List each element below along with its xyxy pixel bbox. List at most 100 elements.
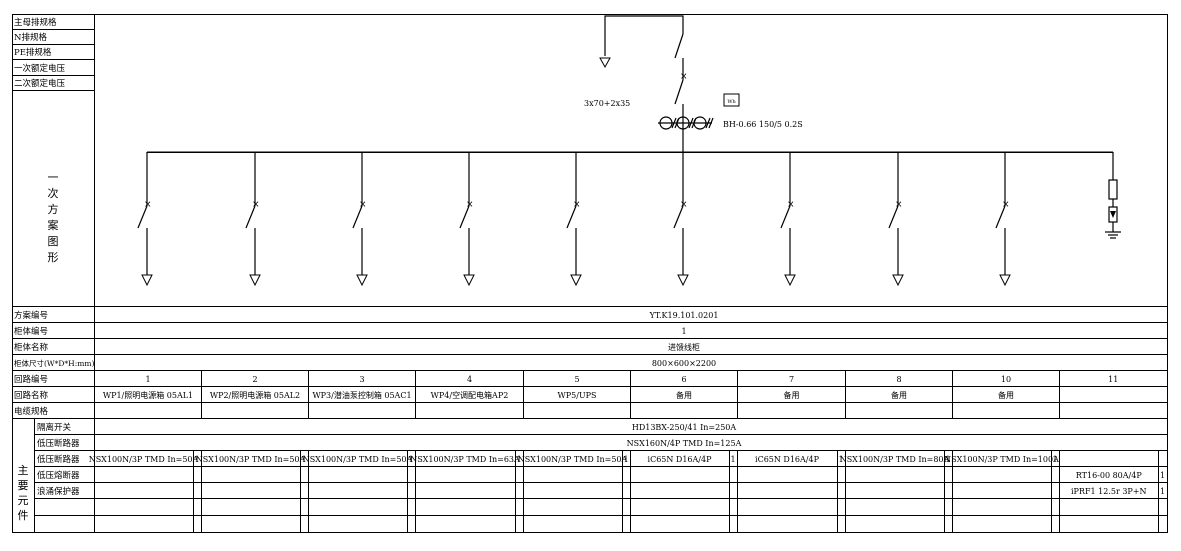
breaker-model: NSX100N/3P TMD In=50A <box>89 455 199 464</box>
fuse-label: 低压熔断器 <box>37 470 80 481</box>
feeder-arrow <box>249 274 261 287</box>
n-busbar-label: N排规格 <box>14 32 47 43</box>
breaker-cross: × <box>466 200 474 210</box>
breaker-qty: 1 <box>730 455 735 464</box>
breaker-qty: 1 <box>1052 455 1057 464</box>
breaker-qty: 1 <box>408 455 413 464</box>
circuit-name: 备用 <box>676 390 692 400</box>
feeder-arrow <box>892 274 904 287</box>
sheet-border <box>12 14 1168 533</box>
breaker-model: NSX100N/3P TMD In=50A <box>196 455 306 464</box>
circuit-number: 8 <box>896 375 901 384</box>
breaker-qty: 1 <box>516 455 521 464</box>
breaker-cross: × <box>573 200 581 210</box>
circuit-number: 6 <box>681 375 686 384</box>
feeder-arrow <box>356 274 368 287</box>
main-components-char: 元 <box>18 494 29 507</box>
energy-meter-icon <box>723 93 740 107</box>
cable-spec-label: 电缆规格 <box>14 406 49 417</box>
feeder-arrow <box>141 274 153 287</box>
scheme-label-char: 图 <box>48 235 59 248</box>
feeder-arrow <box>463 274 475 287</box>
breaker-switch <box>137 205 148 229</box>
main-components-char: 要 <box>18 479 29 492</box>
main-breaker-switch <box>674 79 684 105</box>
main-components-char: 主 <box>18 464 29 477</box>
circuit-name: WP5/UPS <box>558 391 597 400</box>
breaker-switch <box>566 205 577 229</box>
feeder-arrow <box>677 274 689 287</box>
circuit-name-label: 回路名称 <box>14 390 49 401</box>
spd-qty: 1 <box>1160 487 1165 496</box>
breaker-model: NSX100N/3P TMD In=50A <box>518 455 628 464</box>
spd-model: iPRF1 12.5r 3P+N <box>1071 487 1147 496</box>
fuse-model: RT16-00 80A/4P <box>1076 471 1143 480</box>
breaker-cross: × <box>680 200 688 210</box>
circuit-number: 1 <box>145 375 150 384</box>
scheme-no-value: YT.K19.101.0201 <box>649 311 719 320</box>
one-line-diagram: 3x70+2x35 × BH-0.66 150/5 0.2S Wh × × × × × <box>137 15 1121 287</box>
meter-label: Wh <box>727 99 736 105</box>
scheme-no-label: 方案编号 <box>14 310 48 321</box>
circuit-number: 5 <box>574 375 579 384</box>
scheme-label-char: 方 <box>48 202 59 216</box>
circuit-number: 4 <box>467 375 472 384</box>
feeder-branches: × × × × × × × × × <box>137 152 1011 287</box>
breaker-switch <box>245 205 256 229</box>
breaker-model: NSX100N/3P TMD In=100A <box>944 455 1059 464</box>
circuit-name: WP4/空调配电箱AP2 <box>431 390 509 400</box>
feeder-arrow <box>570 274 582 287</box>
cabinet-name-value: 进馈线柜 <box>668 342 700 352</box>
circuit-name: WP2/照明电源箱 05AL2 <box>210 390 300 400</box>
fuse-icon <box>1108 179 1118 200</box>
scheme-label-char: 次 <box>48 186 59 200</box>
breaker-switch <box>352 205 363 229</box>
breaker-cross: × <box>252 200 260 210</box>
main-busbar-label: 主母排规格 <box>14 17 57 28</box>
breaker-model: iC65N D16A/4P <box>648 455 713 464</box>
feeder-arrow <box>999 274 1011 287</box>
cabinet-no-value: 1 <box>681 327 686 336</box>
fuse-qty: 1 <box>1160 471 1165 480</box>
ct-spec-text: BH-0.66 150/5 0.2S <box>723 120 803 129</box>
breaker-qty: 1 <box>194 455 199 464</box>
circuit-number: 3 <box>359 375 364 384</box>
breaker-model: NSX100N/3P TMD In=80A <box>840 455 950 464</box>
breaker-cross: × <box>895 200 903 210</box>
circuit-number-label: 回路编号 <box>14 374 48 385</box>
main-components-char: 件 <box>18 509 29 522</box>
pe-busbar-label: PE排规格 <box>14 47 52 58</box>
cable-spec-text: 3x70+2x35 <box>584 99 630 108</box>
breaker-cross: × <box>359 200 367 210</box>
circuit-number: 10 <box>1001 375 1011 384</box>
breaker-switch <box>459 205 470 229</box>
scheme-label-char: 案 <box>48 218 59 232</box>
breaker-model: NSX100N/3P TMD In=63A <box>410 455 520 464</box>
circuit-name: 备用 <box>998 390 1014 400</box>
breaker-cross: × <box>787 200 795 210</box>
secondary-voltage-label: 二次额定电压 <box>14 78 66 89</box>
scheme-label-char: 一 <box>48 171 59 184</box>
breaker-cross: × <box>1002 200 1010 210</box>
breaker-cross: × <box>144 200 152 210</box>
cabinet-size-value: 800×600×2200 <box>652 359 716 368</box>
main-breaker-cross: × <box>680 72 688 82</box>
circuit-number: 2 <box>252 375 257 384</box>
isolator-label: 隔离开关 <box>37 422 72 433</box>
circuit-name: 备用 <box>891 390 907 400</box>
breaker-qty: 1 <box>301 455 306 464</box>
circuit-name: 备用 <box>784 390 800 400</box>
isolator-switch <box>674 33 684 59</box>
circuit-name: WP3/潜油泵控制箱 05AC1 <box>312 390 411 400</box>
feeder-arrow <box>784 274 796 287</box>
incoming-cable-line <box>604 15 684 56</box>
surge-protection-branch <box>1105 152 1121 239</box>
breaker-qty: 1 <box>945 455 950 464</box>
breaker-switch <box>888 205 899 229</box>
breaker-switch <box>673 205 684 229</box>
cabinet-name-label: 柜体名称 <box>14 342 49 353</box>
breaker-model: iC65N D16A/4P <box>755 455 820 464</box>
breaker-model: NSX100N/3P TMD In=50A <box>303 455 413 464</box>
